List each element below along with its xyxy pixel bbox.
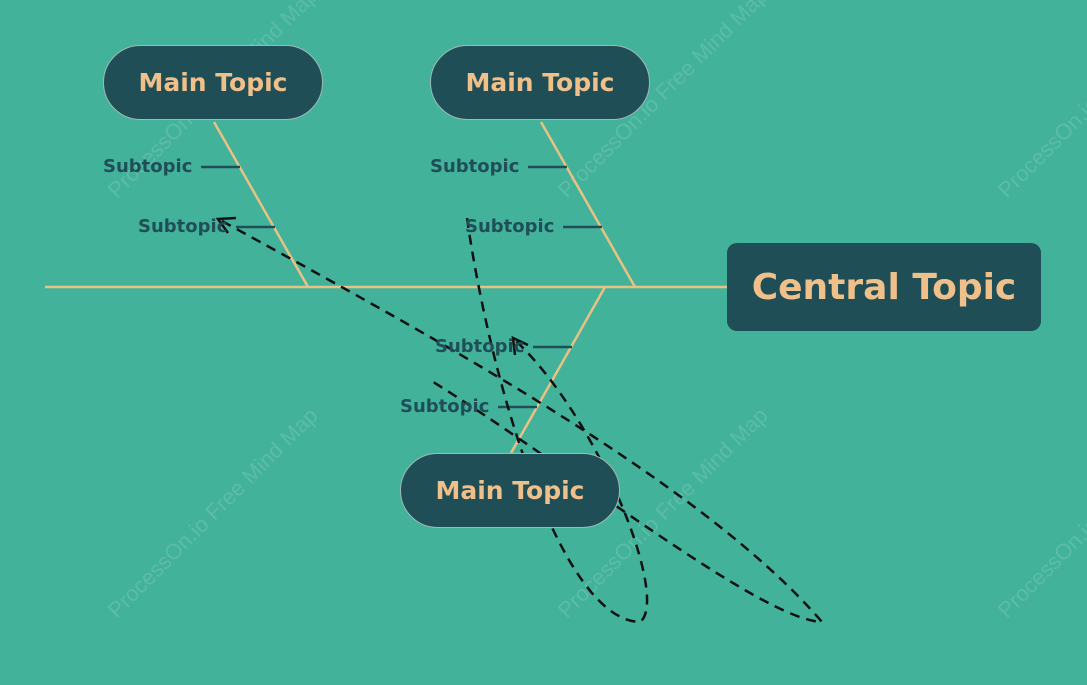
bone-line-1 <box>212 121 310 288</box>
main-topic-2[interactable]: Main Topic <box>430 45 650 120</box>
arrowhead-icon <box>215 216 237 234</box>
subtopic-label[interactable]: Subtopic <box>465 216 555 237</box>
subtopic-label[interactable]: Subtopic <box>138 216 228 237</box>
subtopic-label[interactable]: Subtopic <box>400 396 490 417</box>
bone-line-3 <box>509 286 607 454</box>
bone-line-2 <box>539 121 637 288</box>
arrowhead-icon <box>511 335 529 356</box>
subtopic-label[interactable]: Subtopic <box>435 336 525 357</box>
subtopic-label[interactable]: Subtopic <box>430 156 520 177</box>
dashed-connector <box>465 217 649 624</box>
subtopic-label[interactable]: Subtopic <box>103 156 193 177</box>
central-topic[interactable]: Central Topic <box>727 243 1041 331</box>
main-topic-3[interactable]: Main Topic <box>400 453 620 528</box>
main-topic-1[interactable]: Main Topic <box>103 45 323 120</box>
